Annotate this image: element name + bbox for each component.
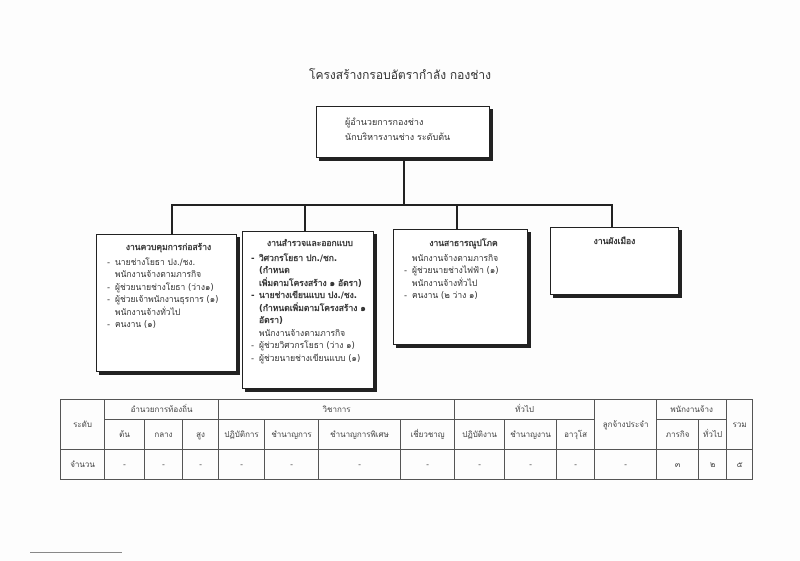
connector-drop-2 <box>304 204 306 231</box>
level-header: ชำนาญงาน <box>504 419 558 450</box>
row-header-level: ระดับ <box>60 399 105 450</box>
unit-box-town-planning: งานผังเมือง <box>550 227 679 295</box>
unit-title: งานผังเมือง <box>593 237 636 247</box>
staff-line: คนงาน (๒ ว่าง ๑) <box>404 290 523 303</box>
connector-drop-3 <box>456 204 458 229</box>
group-header-permanent-employee: ลูกจ้างประจำ <box>594 399 658 450</box>
staff-line: พนักงานจ้างตามภารกิจ <box>259 328 346 339</box>
staff-line: พนักงานจ้างทั่วไป <box>115 307 181 318</box>
level-header: สูง <box>181 419 220 450</box>
level-header: ภารกิจ <box>656 419 700 450</box>
staff-line: เพิ่มตามโครงสร้าง ๑ อัตรา) <box>259 278 362 289</box>
page-title: โครงสร้างกรอบอัตรากำลัง กองช่าง <box>309 68 491 82</box>
level-header: กลาง <box>144 419 183 450</box>
unit-title: งานควบคุมการก่อสร้าง <box>125 243 212 253</box>
connector-drop-4 <box>611 204 613 227</box>
count-cell: - <box>594 449 658 480</box>
count-cell: - <box>264 449 320 480</box>
staff-line: นายช่างเขียนแบบ ปง./ชง. <box>251 290 369 303</box>
group-header-total: รวม <box>726 399 754 450</box>
unit-box-survey-design: งานสำรวจและออกแบบ วิศวกรโยธา ปก./ชก. (กำ… <box>242 231 374 389</box>
level-header: ทั่วไป <box>698 419 728 450</box>
count-cell: - <box>104 449 145 480</box>
staff-line: ผู้ช่วยนายช่างเขียนแบบ (๑) <box>251 353 369 366</box>
staff-line: อัตรา) <box>259 316 283 326</box>
staff-line: พนักงานจ้างทั่วไป <box>412 278 478 289</box>
connector-vertical-top <box>403 158 405 205</box>
row-header-count: จำนวน <box>60 449 105 480</box>
staff-line: ผู้ช่วยเจ้าพนักงานธุรการ (๑) <box>107 294 230 307</box>
staff-line: นายช่างโยธา ปง./ชง. <box>107 257 230 270</box>
count-cell: - <box>181 449 220 480</box>
level-header: ต้น <box>104 419 145 450</box>
count-cell: ๓ <box>656 449 700 480</box>
connector-drop-1 <box>171 204 173 234</box>
connector-horizontal <box>171 204 613 206</box>
level-header: อาวุโส <box>556 419 596 450</box>
director-box: ผู้อำนวยการกองช่าง นักบริหารงานช่าง ระดั… <box>316 106 490 158</box>
director-position: นักบริหารงานช่าง ระดับต้น <box>345 133 451 143</box>
level-header: ปฏิบัติการ <box>218 419 266 450</box>
count-cell: - <box>218 449 266 480</box>
staff-line: ผู้ช่วยนายช่างโยธา (ว่าง๑) <box>107 282 230 295</box>
unit-title: งานสาธารณูปโภค <box>429 239 498 249</box>
count-cell: ๒ <box>698 449 728 480</box>
count-cell: - <box>144 449 183 480</box>
level-header: ปฏิบัติงาน <box>454 419 506 450</box>
group-header-academic: วิชาการ <box>218 399 456 420</box>
director-title: ผู้อำนวยการกองช่าง <box>345 118 424 128</box>
level-header: ชำนาญการ <box>264 419 320 450</box>
group-header-general: ทั่วไป <box>454 399 596 420</box>
level-header: ชำนาญการพิเศษ <box>318 419 402 450</box>
staff-line: ผู้ช่วยนายช่างไฟฟ้า (๑) <box>404 265 523 278</box>
bottom-rule <box>30 552 122 553</box>
count-cell: - <box>400 449 456 480</box>
staff-line: (กำหนดเพิ่มตามโครงสร้าง ๑ <box>259 303 366 314</box>
unit-box-public-utilities: งานสาธารณูปโภค พนักงานจ้างตามภารกิจผู้ช่… <box>393 229 528 345</box>
staff-line: พนักงานจ้างตามภารกิจ <box>412 253 499 264</box>
count-cell: - <box>318 449 402 480</box>
unit-staff-list: พนักงานจ้างตามภารกิจผู้ช่วยนายช่างไฟฟ้า … <box>404 253 523 303</box>
group-header-local-director: อำนวยการท้องถิ่น <box>103 399 220 420</box>
staffing-table: ระดับ อำนวยการท้องถิ่น วิชาการ ทั่วไป ลู… <box>60 399 754 480</box>
staff-line: พนักงานจ้างตามภารกิจ <box>115 270 202 280</box>
count-cell: - <box>454 449 506 480</box>
staff-line: ผู้ช่วยวิศวกรโยธา (ว่าง ๑) <box>251 340 369 353</box>
unit-staff-list: วิศวกรโยธา ปก./ชก. (กำหนดเพิ่มตามโครงสร้… <box>251 253 369 366</box>
unit-staff-list: นายช่างโยธา ปง./ชง.พนักงานจ้างตามภารกิจผ… <box>107 257 230 332</box>
count-cell: - <box>556 449 596 480</box>
count-cell: - <box>504 449 558 480</box>
group-header-contract-employee: พนักงานจ้าง <box>656 399 728 420</box>
staff-line: คนงาน (๑) <box>107 319 230 332</box>
count-cell: ๕ <box>726 449 754 480</box>
staff-line: วิศวกรโยธา ปก./ชก. (กำหนด <box>251 253 369 278</box>
level-header: เชี่ยวชาญ <box>400 419 456 450</box>
unit-box-construction-control: งานควบคุมการก่อสร้าง นายช่างโยธา ปง./ชง.… <box>96 234 237 372</box>
unit-title: งานสำรวจและออกแบบ <box>267 239 353 249</box>
